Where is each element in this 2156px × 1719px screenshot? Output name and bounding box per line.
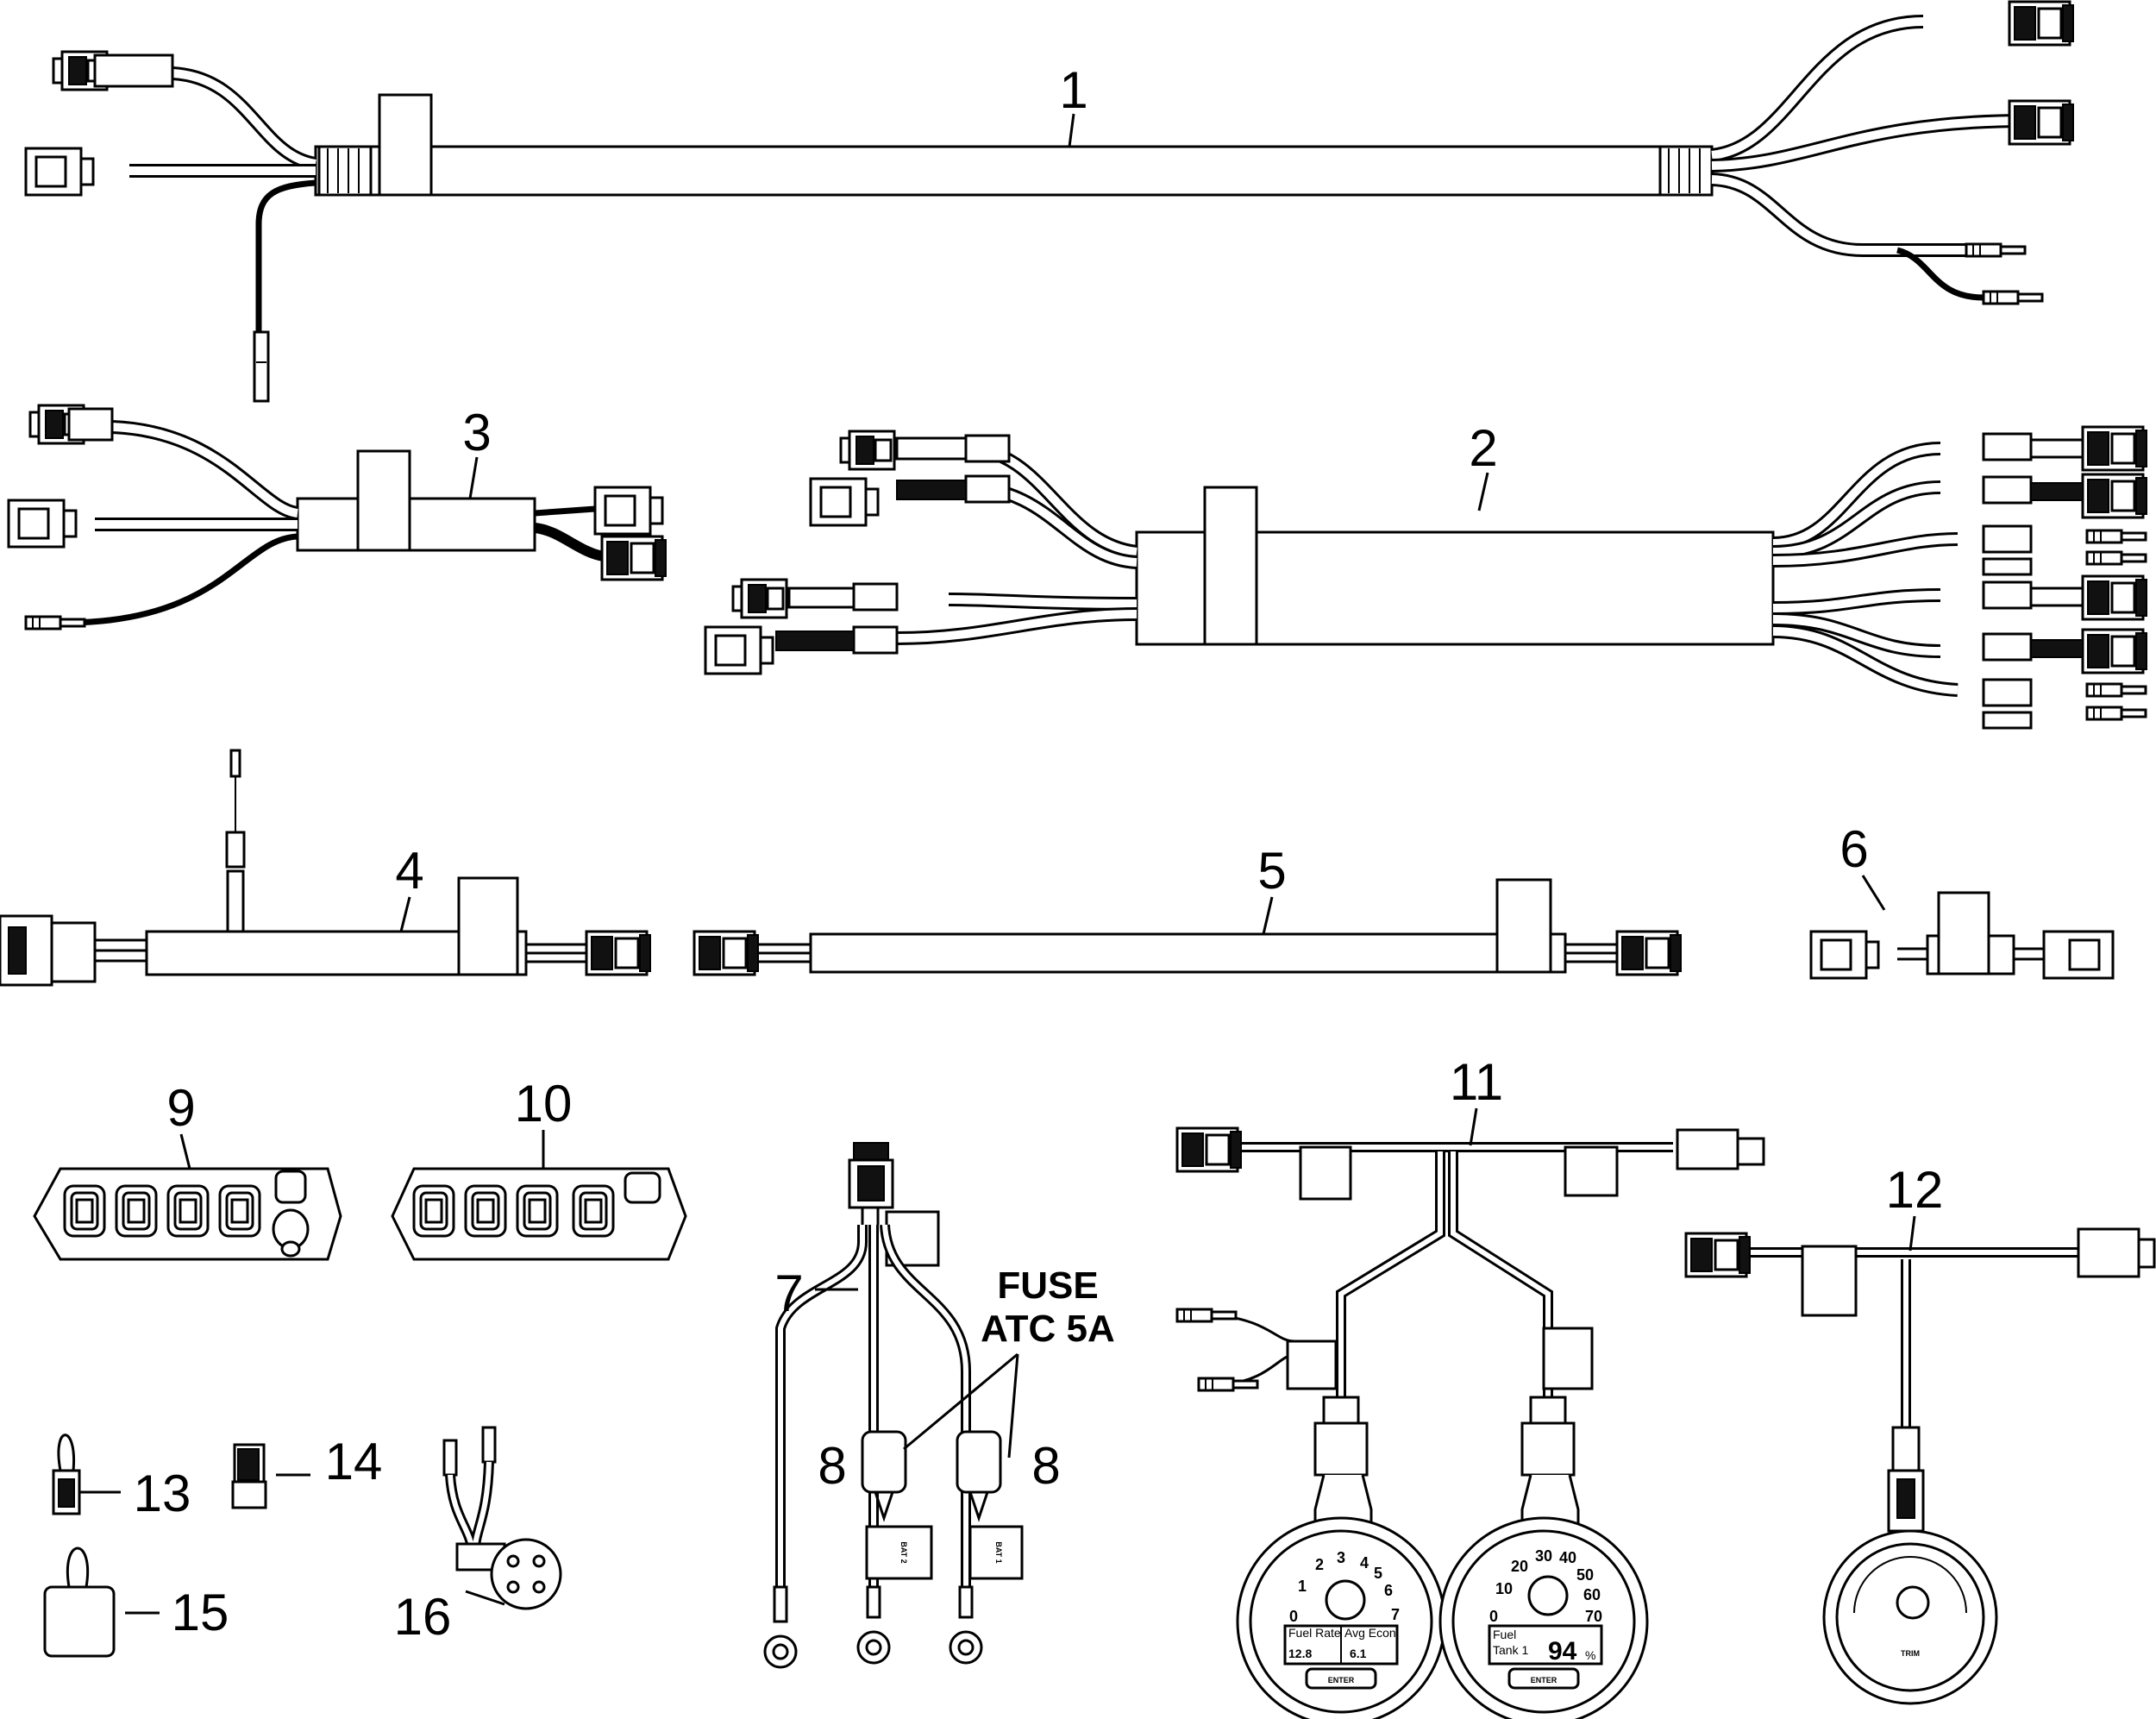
callout-15: 15 [172,1584,229,1641]
svg-text:3: 3 [1337,1549,1345,1566]
harness-3: 3 [7,404,667,631]
harness-1-sleeve [314,145,1710,197]
svg-text:7: 7 [1391,1606,1400,1623]
svg-text:Avg Econ: Avg Econ [1344,1626,1396,1640]
callout-7: 7 [774,1264,803,1322]
socket-block-9: 9 [33,1079,342,1261]
harness-1: 1 [24,0,2075,403]
trim-gauge-harness-12: TRIM 12 [1684,1161,2156,1705]
harness-1-label-tag [378,93,433,197]
callout-13: 13 [134,1465,191,1522]
fuse-note-line2: ATC 5A [981,1308,1115,1350]
svg-text:0: 0 [1289,1608,1298,1625]
svg-text:2: 2 [1315,1556,1324,1573]
bat-1-tag [968,1525,1024,1580]
svg-text:4: 4 [1360,1554,1369,1572]
bat-2-tag [865,1525,933,1580]
socket-block-10: 10 [391,1075,687,1261]
adapter-6: 6 [1809,820,2115,980]
callout-5: 5 [1257,842,1286,900]
callout-2: 2 [1469,419,1497,477]
svg-text:12.8: 12.8 [1288,1647,1312,1660]
part-13: 13 [52,1434,191,1522]
svg-text:94: 94 [1548,1637,1577,1666]
svg-text:%: % [1585,1648,1595,1662]
harness-5: 5 [693,842,1683,976]
svg-text:1: 1 [1298,1578,1307,1595]
part-14: 14 [231,1433,383,1509]
svg-text:0: 0 [1489,1608,1498,1625]
callout-16: 16 [394,1588,452,1646]
svg-text:20: 20 [1511,1558,1528,1575]
svg-text:Tank 1: Tank 1 [1493,1643,1528,1657]
callout-4: 4 [395,842,423,900]
callout-10: 10 [515,1075,573,1132]
fuse-note-line1: FUSE [997,1264,1098,1307]
speedometer-gauge: 0 10 20 30 40 50 60 70 Fuel Tank 1 94 % … [1438,1516,1649,1719]
part-16: 16 [394,1426,562,1646]
callout-8-left: 8 [818,1437,846,1495]
svg-text:BAT 2: BAT 2 [899,1541,908,1563]
svg-text:40: 40 [1559,1549,1576,1566]
fuse-holder-right [956,1430,1002,1494]
callout-8-right: 8 [1031,1437,1060,1495]
trim-gauge: TRIM [1822,1529,1998,1705]
svg-text:Fuel Rate: Fuel Rate [1288,1626,1341,1640]
tachometer-gauge: 0 1 2 3 4 5 6 7 Fuel Rate 12.8 Avg Econ … [1236,1516,1446,1719]
callout-12: 12 [1886,1161,1944,1219]
gauge-harness-11: 0 1 2 3 4 5 6 7 Fuel Rate 12.8 Avg Econ … [1175,1053,1765,1719]
svg-text:TRIM: TRIM [1901,1649,1920,1658]
harness-2: 2 [704,419,2148,730]
svg-text:ENTER: ENTER [1328,1676,1355,1684]
svg-text:70: 70 [1585,1608,1602,1625]
power-harness-7: BAT 2 BAT 1 FUSE ATC 5A 7 8 8 [763,1142,1115,1669]
callout-11: 11 [1450,1053,1503,1111]
svg-text:6: 6 [1384,1582,1393,1599]
callout-1: 1 [1059,61,1087,119]
svg-text:5: 5 [1374,1565,1382,1582]
fuse-holder-left [861,1430,907,1494]
svg-text:BAT 1: BAT 1 [994,1541,1003,1563]
svg-text:30: 30 [1535,1547,1552,1565]
svg-text:Fuel: Fuel [1493,1628,1516,1641]
svg-text:60: 60 [1583,1586,1601,1603]
svg-text:6.1: 6.1 [1350,1647,1367,1660]
callout-6: 6 [1839,820,1868,878]
callout-9: 9 [166,1079,195,1137]
harness-4: 4 [0,749,652,987]
svg-text:50: 50 [1576,1566,1594,1584]
part-15: 15 [43,1546,229,1658]
svg-text:ENTER: ENTER [1531,1676,1557,1684]
callout-14: 14 [325,1433,383,1490]
callout-3: 3 [462,404,491,461]
svg-text:10: 10 [1495,1580,1513,1597]
